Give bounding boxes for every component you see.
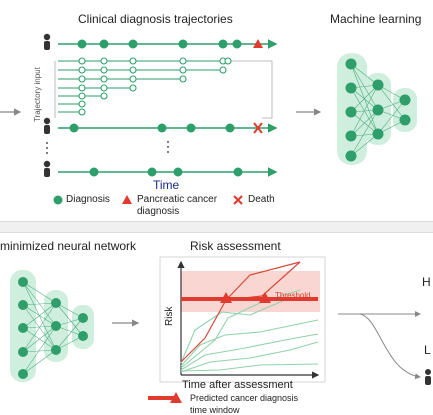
ml-network-icon (337, 53, 417, 165)
legend-diagnosis-label: Diagnosis (66, 194, 110, 205)
patient-icon (43, 117, 51, 134)
time-after-assessment-label: Time after assessment (182, 379, 293, 391)
diagnosis-dots (77, 39, 242, 49)
legend-death-cross (233, 195, 243, 205)
panel-separator (0, 221, 433, 233)
trajectory-input-label: Trajectory input (33, 67, 42, 122)
window-legend-triangle (170, 392, 182, 403)
risk-axis-label: Risk (164, 306, 175, 326)
low-risk-arrow (359, 313, 421, 380)
threshold-label: Threshold (275, 291, 311, 300)
subsequence-lines (58, 57, 232, 116)
threshold-start-triangle (220, 292, 232, 303)
ellipsis-dots (46, 141, 169, 154)
trajectories-title: Clinical diagnosis trajectories (78, 12, 233, 26)
threshold-end-triangle (259, 292, 271, 303)
right-letter-top: H (422, 275, 431, 289)
right-letter-bottom: L (424, 343, 431, 357)
nn-title: minimized neural network (0, 239, 137, 253)
diagnosis-dots (89, 167, 243, 177)
patient-icon (43, 33, 51, 50)
legend-pancreatic-label: Pancreatic cancer (137, 194, 218, 205)
pancreatic-cancer-marker (253, 39, 263, 48)
risk-title: Risk assessment (190, 239, 281, 253)
legend-pancreatic-triangle (122, 195, 132, 204)
diagnosis-dots (69, 123, 235, 133)
patient-icon (43, 160, 51, 177)
ml-title: Machine learning (330, 12, 422, 26)
risk-curves (180, 289, 319, 373)
window-label-line2: time window (190, 405, 240, 415)
legend-death-label: Death (248, 194, 275, 205)
legend-pancreatic-label-line2: diagnosis (137, 206, 180, 217)
bracket-line-right (231, 60, 273, 119)
legend-diagnosis-dot (53, 195, 63, 205)
window-label: Predicted cancer diagnosis (190, 393, 299, 403)
minimized-network-icon (10, 270, 94, 382)
patient-icon (425, 369, 431, 385)
time-label: Time (153, 178, 180, 192)
death-marker (253, 122, 263, 134)
